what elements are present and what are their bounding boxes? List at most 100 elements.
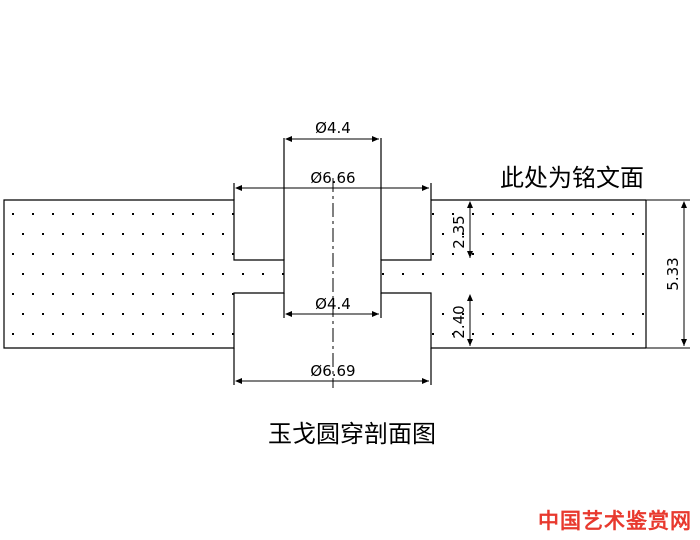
hatch-dot	[192, 293, 194, 295]
lower-depth-label: 2.40	[450, 305, 468, 338]
hatch-dot	[112, 293, 114, 295]
upper-counterbore-diameter-label: Ø6.66	[310, 169, 355, 187]
hatch-dot	[12, 213, 14, 215]
hatch-dot	[632, 213, 634, 215]
hatch-dot	[172, 333, 174, 335]
hatch-dot	[552, 333, 554, 335]
hatch-dot	[32, 333, 34, 335]
hatch-dot	[552, 213, 554, 215]
hatch-dot	[442, 273, 444, 275]
hatch-dot	[222, 233, 224, 235]
hatch-dot	[202, 273, 204, 275]
hatch-dot	[562, 313, 564, 315]
hatch-dot	[612, 253, 614, 255]
hatch-dot	[212, 213, 214, 215]
hatch-dot	[162, 313, 164, 315]
watermark-text: 中国艺术鉴赏网	[538, 509, 692, 533]
hatch-dot	[102, 273, 104, 275]
hatch-dot	[172, 253, 174, 255]
hatch-dot	[532, 253, 534, 255]
hatch-dot	[632, 333, 634, 335]
hatch-dot	[52, 293, 54, 295]
hatch-dot	[442, 313, 444, 315]
hatch-dot	[22, 233, 24, 235]
hole-walls	[233, 138, 432, 385]
hatch-dot	[152, 213, 154, 215]
hatch-dot	[482, 273, 484, 275]
hatch-dot	[72, 293, 74, 295]
hatch-dot	[102, 233, 104, 235]
hatch-dot	[182, 233, 184, 235]
diagram-caption: 玉戈圆穿剖面图	[268, 420, 436, 448]
hatch-dot	[112, 213, 114, 215]
hatch-dot	[532, 213, 534, 215]
hatch-dot	[42, 273, 44, 275]
hatch-dot	[582, 233, 584, 235]
hatch-dot	[572, 333, 574, 335]
hatch-dot	[432, 253, 434, 255]
hatch-dot	[642, 273, 644, 275]
hatch-dot	[182, 273, 184, 275]
dimension-lines	[235, 136, 690, 384]
hatch-dot	[232, 293, 234, 295]
hatch-dot	[552, 253, 554, 255]
hatch-dot	[602, 273, 604, 275]
hatch-dot	[522, 233, 524, 235]
hatch-dot	[452, 333, 454, 335]
hatch-dot	[622, 313, 624, 315]
hatch-dot	[382, 273, 384, 275]
hatch-dot	[222, 273, 224, 275]
hatch-dot	[542, 313, 544, 315]
hatch-dot	[642, 313, 644, 315]
hatch-dot	[132, 213, 134, 215]
hatch-dot	[572, 213, 574, 215]
hatch-dot	[562, 233, 564, 235]
hatch-dot	[472, 213, 474, 215]
hatch-dot	[142, 313, 144, 315]
hatch-dot	[432, 213, 434, 215]
hatch-dot	[602, 233, 604, 235]
inscription-side-note: 此处为铭文面	[500, 164, 644, 192]
hatch-dot	[452, 213, 454, 215]
hatch-dot	[122, 313, 124, 315]
hatch-dot	[492, 213, 494, 215]
hatch-dot	[422, 273, 424, 275]
hatch-dot	[222, 313, 224, 315]
hatch-dot	[232, 333, 234, 335]
hatch-dot	[152, 253, 154, 255]
hatch-dot	[142, 273, 144, 275]
hatch-dot	[152, 293, 154, 295]
hatch-dot	[512, 333, 514, 335]
hatch-dot	[632, 253, 634, 255]
hatch-dot	[92, 293, 94, 295]
hatch-dot	[562, 273, 564, 275]
hatch-dot	[212, 253, 214, 255]
hatch-dot	[82, 313, 84, 315]
hatch-dot	[72, 333, 74, 335]
hatch-dot	[52, 213, 54, 215]
hatch-dot	[182, 313, 184, 315]
hatch-dot	[212, 333, 214, 335]
hatch-dot	[622, 233, 624, 235]
hatch-dot	[122, 233, 124, 235]
top-hole-diameter-label: Ø4.4	[315, 119, 351, 137]
hatch-dot	[22, 313, 24, 315]
hatch-dot	[12, 253, 14, 255]
lower-counterbore-diameter-label: Ø6.69	[310, 362, 355, 380]
hatch-dot	[142, 233, 144, 235]
hatch-dot	[542, 273, 544, 275]
hatch-dot	[502, 313, 504, 315]
hatch-dot	[282, 273, 284, 275]
hatch-dot	[192, 333, 194, 335]
hatch-dot	[52, 253, 54, 255]
hatch-dot	[22, 273, 24, 275]
hatch-dot	[52, 333, 54, 335]
hatch-dot	[242, 273, 244, 275]
hatch-dot	[172, 293, 174, 295]
hatch-dot	[532, 333, 534, 335]
hatch-dot	[82, 233, 84, 235]
hatch-dot	[152, 333, 154, 335]
hatch-dot	[232, 213, 234, 215]
hatch-dot	[122, 273, 124, 275]
hatch-dot	[202, 233, 204, 235]
